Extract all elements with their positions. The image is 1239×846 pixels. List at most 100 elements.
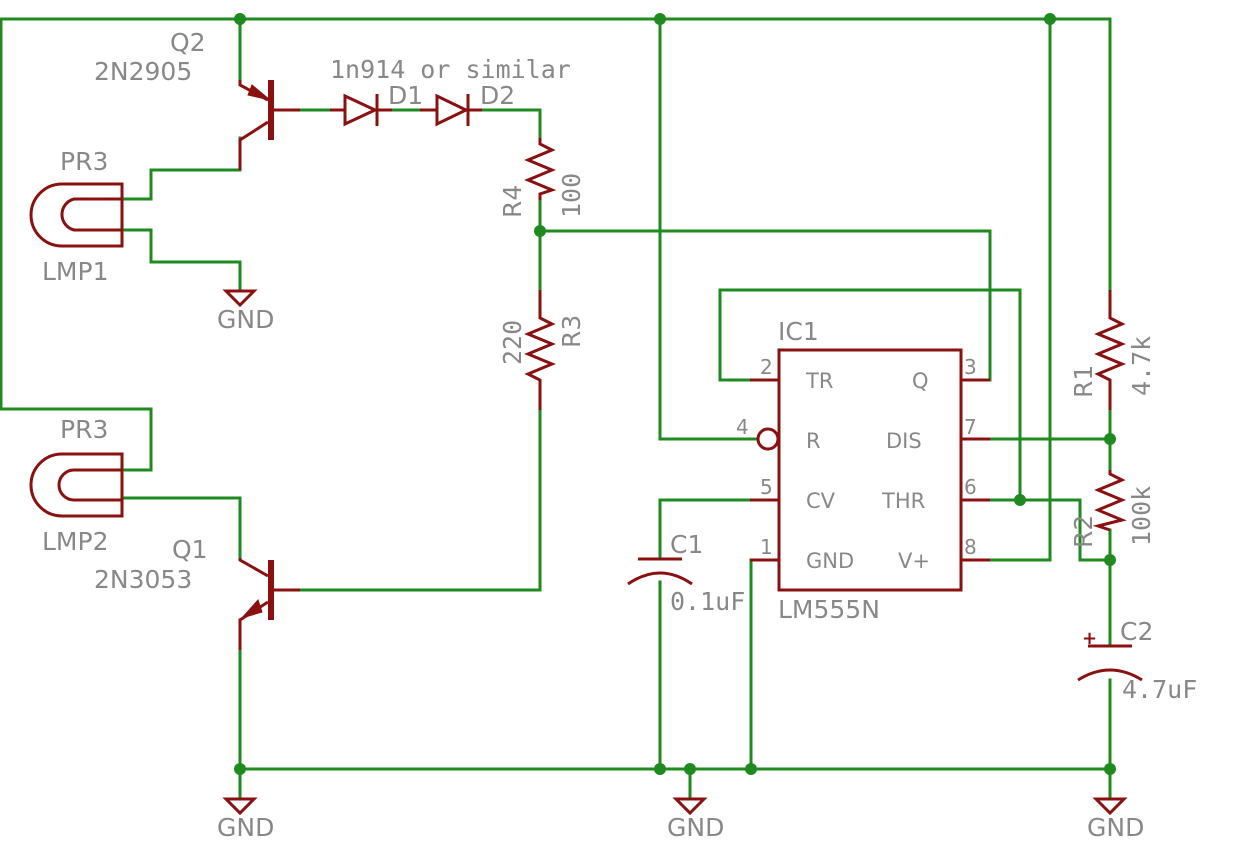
wire-reset-vcc xyxy=(658,17,759,441)
lmp2-outer xyxy=(29,452,124,518)
junction-dot xyxy=(684,763,696,775)
wire-tr-thr xyxy=(718,288,1022,502)
c1-ref: C1 xyxy=(670,530,703,559)
junction-dot xyxy=(1104,763,1116,775)
q1-ref: Q1 xyxy=(172,535,208,564)
r2-value: 100k xyxy=(1127,486,1156,546)
r2-zigzag xyxy=(1092,470,1127,532)
r1-ref: R1 xyxy=(1069,365,1098,398)
wire-r3-q1-base xyxy=(298,408,542,592)
gnd-lmp1: GND xyxy=(217,289,274,334)
ic1-pin7-number: 7 xyxy=(964,415,977,439)
transistor-q2: Q2 2N2905 xyxy=(94,28,300,170)
lamp-lmp2: PR3 LMP2 xyxy=(29,415,124,556)
r3-value: 220 xyxy=(498,320,527,365)
lmp2-inner xyxy=(57,468,122,502)
lmp2-ref: LMP2 xyxy=(42,527,108,556)
ground-symbols: GND GND GND GND xyxy=(217,289,1144,842)
ic1-pin-cv-label: CV xyxy=(806,489,836,513)
wire-lmp1-gnd xyxy=(120,228,242,292)
diodes-d1-d2: 1n914 or similar D1 D2 xyxy=(330,55,571,127)
resistor-r1: R1 4.7k xyxy=(1069,290,1156,410)
resistor-r3: 220 R3 xyxy=(498,290,586,410)
junction-dot xyxy=(745,763,757,775)
junction-dot xyxy=(534,225,546,237)
ic1-pin5-number: 5 xyxy=(760,475,773,499)
ic1-pin-q-label: Q xyxy=(912,369,929,393)
diodes-note: 1n914 or similar xyxy=(330,55,571,84)
wire-d2-r4 xyxy=(464,108,542,140)
gnd-lmp1-label: GND xyxy=(217,305,274,334)
junction-dot xyxy=(1014,494,1026,506)
gnd-left: GND xyxy=(217,797,274,842)
ic1-pin6-number: 6 xyxy=(964,475,977,499)
ic1-value: LM555N xyxy=(778,595,880,624)
ic1-pin-dis-label: DIS xyxy=(886,429,922,453)
gnd-left-icon xyxy=(222,797,258,816)
r1-value: 4.7k xyxy=(1127,336,1156,396)
gnd-lmp1-icon xyxy=(222,289,258,308)
ic1-pin4-bubble xyxy=(756,427,780,451)
q1-value: 2N3053 xyxy=(94,565,192,594)
junction-dot xyxy=(234,763,246,775)
c1-value: 0.1uF xyxy=(670,587,745,616)
gnd-right-icon xyxy=(1092,797,1128,816)
d2-ref: D2 xyxy=(480,81,515,110)
r4-ref: R4 xyxy=(498,185,527,218)
wire-vplus xyxy=(959,17,1052,562)
lamp-lmp1: PR3 LMP1 xyxy=(29,147,124,286)
q2-value: 2N2905 xyxy=(94,57,192,86)
junctions xyxy=(234,13,1116,775)
gnd-middle-label: GND xyxy=(667,813,724,842)
wires xyxy=(0,17,1112,800)
ic1-body xyxy=(777,348,963,592)
ic1-pin-vplus-label: V+ xyxy=(898,549,930,573)
lmp1-outer xyxy=(29,182,124,248)
resistor-r4: R4 100 xyxy=(498,138,586,218)
ic1-pin2-number: 2 xyxy=(760,355,773,379)
ic1-pin8-number: 8 xyxy=(964,535,977,559)
d2-body xyxy=(435,93,470,127)
wire-lmp2-q1-collector xyxy=(120,496,242,560)
q2-emitter-arrow xyxy=(247,84,271,101)
junction-dot xyxy=(654,13,666,25)
lmp1-top-label: PR3 xyxy=(60,147,108,176)
transistor-q1: Q1 2N3053 xyxy=(94,535,300,650)
ic1-pin-tr-label: TR xyxy=(805,369,833,393)
capacitor-c2: + C2 4.7uF xyxy=(1077,617,1197,704)
wire-gnd-pin xyxy=(749,558,781,771)
r4-value: 100 xyxy=(557,173,586,218)
lmp1-inner xyxy=(60,197,122,232)
gnd-middle-icon xyxy=(672,797,708,816)
gnd-left-label: GND xyxy=(217,813,274,842)
c2-polarity: + xyxy=(1082,628,1097,649)
lmp2-top-label: PR3 xyxy=(60,415,108,444)
gnd-right: GND xyxy=(1087,797,1144,842)
q2-collector-lead xyxy=(238,120,269,170)
ic1-pin-thr-label: THR xyxy=(881,489,925,513)
r3-zigzag xyxy=(524,290,556,410)
r2-ref: R2 xyxy=(1069,515,1098,548)
junction-dot xyxy=(234,13,246,25)
capacitor-c1: C1 0.1uF xyxy=(627,530,745,616)
gnd-right-label: GND xyxy=(1087,813,1144,842)
q2-ref: Q2 xyxy=(170,28,206,57)
ic1-pin1-number: 1 xyxy=(760,535,773,559)
d1-body xyxy=(343,93,379,127)
r4-zigzag xyxy=(524,138,557,200)
q1-emitter-arrow xyxy=(240,599,263,619)
lmp1-ref: LMP1 xyxy=(42,257,108,286)
c2-ref: C2 xyxy=(1120,617,1153,646)
r3-ref: R3 xyxy=(557,315,586,348)
ic1-lm555n: 2 4 5 1 3 7 6 8 TR R CV GND Q DIS THR V+… xyxy=(736,317,990,624)
c1-plate-bottom xyxy=(627,571,693,586)
ic1-pin4-number: 4 xyxy=(736,415,749,439)
ic1-pin-gnd-label: GND xyxy=(806,549,854,573)
wire-left-loop xyxy=(0,17,153,472)
q1-collector-lead xyxy=(238,558,269,578)
gnd-middle: GND xyxy=(667,797,724,842)
c2-value: 4.7uF xyxy=(1122,675,1197,704)
junction-dot xyxy=(1104,433,1116,445)
ic1-pin-r-label: R xyxy=(806,429,821,453)
